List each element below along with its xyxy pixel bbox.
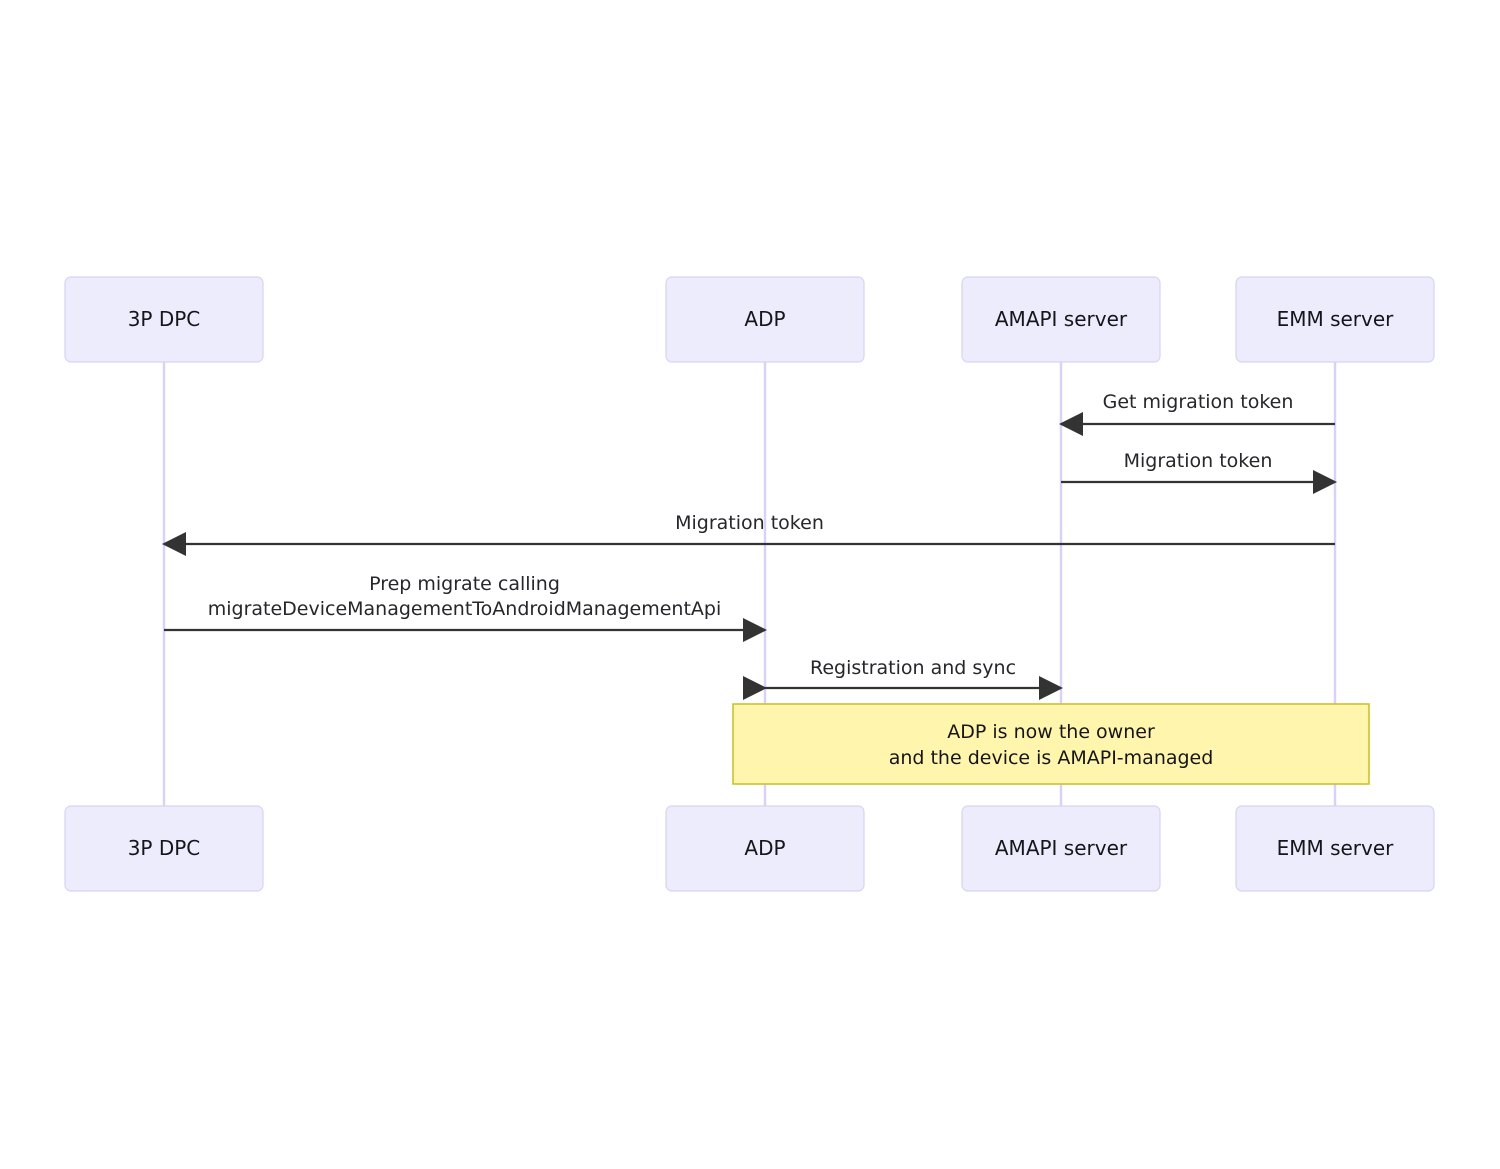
participant-box: [1235, 276, 1435, 363]
participant-label: EMM server: [1277, 307, 1395, 331]
participant-amapi-top[interactable]: AMAPI server: [961, 276, 1161, 363]
participant-box: [64, 276, 264, 363]
message-label: Prep migrate calling: [369, 573, 560, 595]
participants-bottom-layer: 3P DPC ADP AMAPI server EMM server: [64, 805, 1435, 892]
message-label: Migration token: [675, 512, 824, 534]
note-text-line: ADP is now the owner: [947, 721, 1155, 743]
participant-label: AMAPI server: [995, 836, 1128, 860]
participant-box: [961, 805, 1161, 892]
participant-label: 3P DPC: [128, 307, 201, 331]
message-m5: Registration and sync: [742, 657, 1064, 701]
message-m4: Prep migrate calling migrateDeviceManagem…: [164, 573, 768, 643]
message-label: Migration token: [1124, 450, 1273, 472]
participant-emm-top[interactable]: EMM server: [1235, 276, 1435, 363]
participant-box: [665, 276, 865, 363]
note-n1: ADP is now the owner and the device is AM…: [732, 703, 1370, 785]
participant-box: [665, 805, 865, 892]
participant-dpc-top[interactable]: 3P DPC: [64, 276, 264, 363]
participant-label: 3P DPC: [128, 836, 201, 860]
participants-top-layer: 3P DPC ADP AMAPI server EMM server: [64, 276, 1435, 363]
message-m1: Get migration token: [1058, 391, 1335, 437]
note-text-line: and the device is AMAPI-managed: [889, 747, 1214, 769]
participant-box: [961, 276, 1161, 363]
note-box: [732, 703, 1370, 785]
participant-adp-top[interactable]: ADP: [665, 276, 865, 363]
participant-label: ADP: [744, 307, 785, 331]
message-label: Registration and sync: [810, 657, 1016, 679]
participant-dpc-bottom[interactable]: 3P DPC: [64, 805, 264, 892]
participant-box: [1235, 805, 1435, 892]
participant-amapi-bottom[interactable]: AMAPI server: [961, 805, 1161, 892]
participant-label: EMM server: [1277, 836, 1395, 860]
participant-label: ADP: [744, 836, 785, 860]
participant-label: AMAPI server: [995, 307, 1128, 331]
message-label: migrateDeviceManagementToAndroidManageme…: [208, 598, 722, 620]
message-m2: Migration token: [1061, 450, 1338, 495]
message-label: Get migration token: [1103, 391, 1294, 413]
notes-layer: ADP is now the owner and the device is AM…: [732, 703, 1370, 785]
participant-adp-bottom[interactable]: ADP: [665, 805, 865, 892]
message-m3: Migration token: [161, 512, 1335, 557]
participant-emm-bottom[interactable]: EMM server: [1235, 805, 1435, 892]
participant-box: [64, 805, 264, 892]
